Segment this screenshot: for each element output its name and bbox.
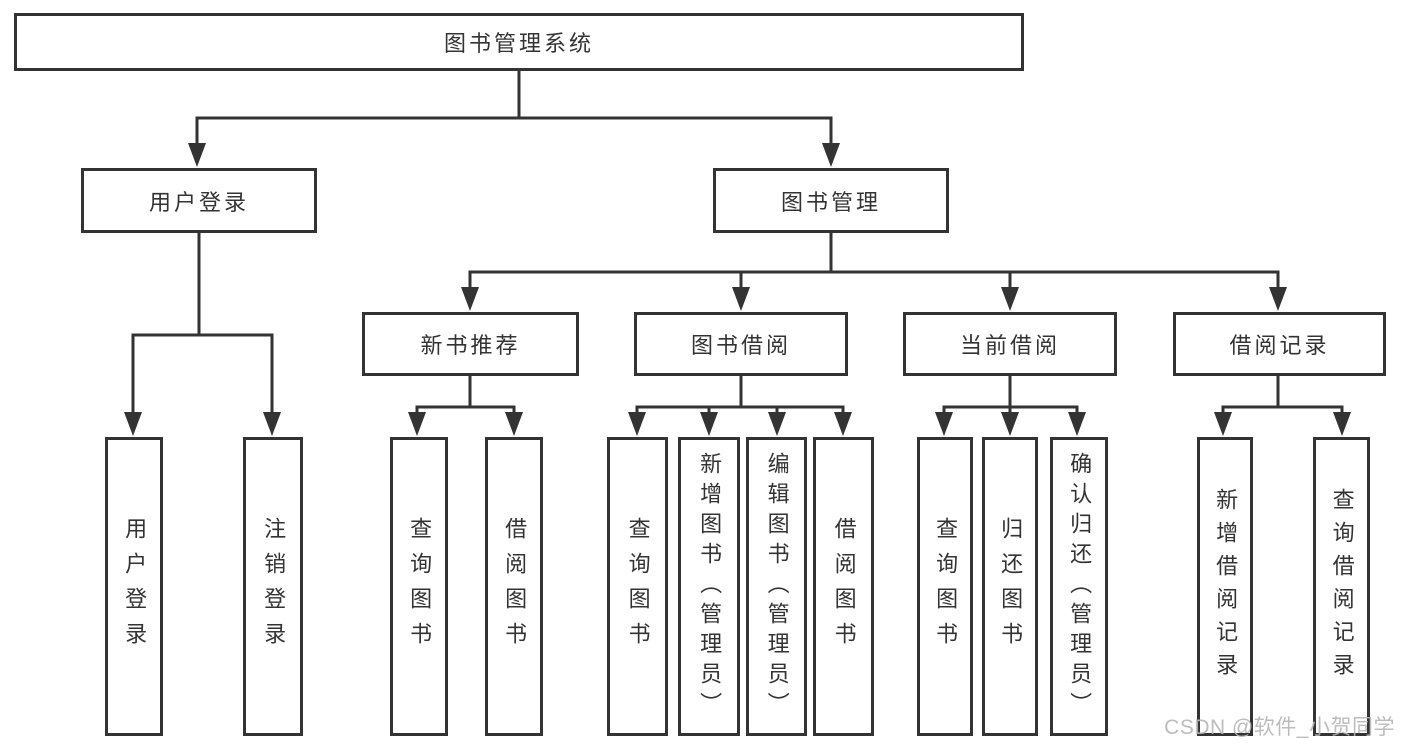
leaf-logout: 注销登录 [243,437,303,736]
leaf-bb-query-books: 查询图书 [607,437,668,736]
leaf-label: 借阅图书 [831,516,857,657]
leaf-nb-query-books: 查询图书 [390,437,448,736]
leaf-label: 新增图书（管理员） [697,451,723,722]
arrowhead [188,143,206,167]
arrowhead [461,287,479,311]
arrowhead [124,412,142,436]
arrowhead [1001,287,1019,311]
leaf-label: 编辑图书（管理员） [764,451,790,722]
arrowhead [834,412,852,436]
arrowhead [700,412,718,436]
connector-book-management-children [461,231,1287,311]
connector-root-to-level2 [188,69,840,167]
leaf-label: 确认归还（管理员） [1067,451,1093,722]
leaf-label: 查询借阅记录 [1329,487,1355,686]
node-current-borrowing: 当前借阅 [903,312,1117,376]
leaf-label: 归还图书 [998,516,1024,657]
arrowhead [1333,412,1351,436]
node-borrowing-records: 借阅记录 [1173,312,1386,376]
connector-book-borrowing-children [628,374,852,436]
leaf-label: 查询图书 [407,516,433,657]
connector-new-book-recommend-children [408,374,523,436]
arrowhead [1068,412,1086,436]
leaf-label: 查询图书 [933,516,959,657]
connector-borrowing-records-children [1214,374,1351,436]
arrowhead [1269,287,1287,311]
node-new-book-recommend: 新书推荐 [362,312,579,376]
arrowhead [1214,412,1232,436]
leaf-label: 注销登录 [261,516,287,657]
arrowhead [768,412,786,436]
arrowhead [935,412,953,436]
arrowhead [263,412,281,436]
csdn-watermark: CSDN @软件_小贺同学 [1164,716,1395,739]
node-book-borrowing: 图书借阅 [634,312,848,376]
leaf-label: 借阅图书 [502,516,528,657]
leaf-label: 新增借阅记录 [1213,487,1239,686]
arrowhead [628,412,646,436]
connector-current-borrowing-children [935,374,1086,436]
node-user-login: 用户登录 [81,168,317,233]
leaf-label: 查询图书 [625,516,651,657]
leaf-user-login: 用户登录 [105,437,163,736]
leaf-br-add-record: 新增借阅记录 [1197,437,1253,736]
arrowhead [505,412,523,436]
leaf-cb-confirm-return-admin: 确认归还（管理员） [1050,437,1108,736]
leaf-bb-borrow-books: 借阅图书 [813,437,874,736]
node-book-management: 图书管理 [713,168,949,233]
leaf-br-query-record: 查询借阅记录 [1313,437,1370,736]
arrowhead [822,143,840,167]
leaf-nb-borrow-books: 借阅图书 [485,437,543,736]
leaf-cb-query-books: 查询图书 [917,437,973,736]
leaf-bb-edit-books-admin: 编辑图书（管理员） [746,437,807,736]
arrowhead [1001,412,1019,436]
arrowhead [732,287,750,311]
connector-user-login-children [124,231,281,436]
leaf-bb-add-books-admin: 新增图书（管理员） [678,437,740,736]
leaf-cb-return-books: 归还图书 [982,437,1038,736]
node-library-system: 图书管理系统 [14,13,1024,71]
arrowhead [408,412,426,436]
leaf-label: 用户登录 [122,516,148,657]
